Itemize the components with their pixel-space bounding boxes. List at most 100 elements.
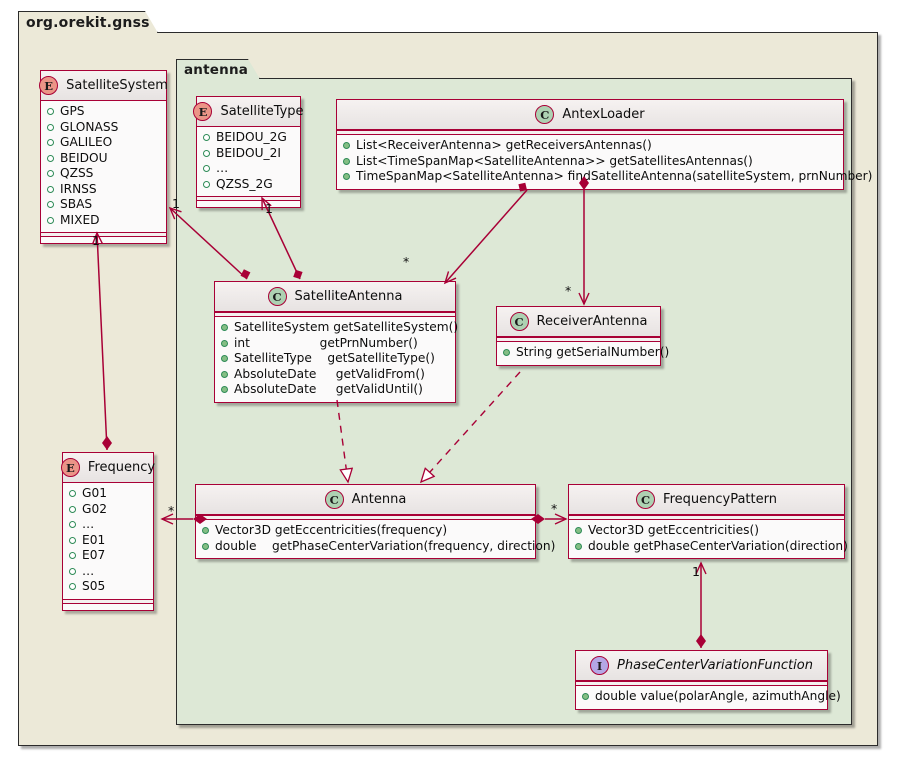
member-row: IRNSS [47,182,160,198]
field-dot-icon [47,201,54,209]
class-node-receiverantenna[interactable]: C ReceiverAntenna String getSerialNumber… [496,306,669,366]
package-tab-antenna: antenna [176,59,260,79]
node-title-frequencypattern: C FrequencyPattern [569,485,844,515]
field-dot-icon [203,165,210,173]
field-dot-icon [47,185,54,193]
node-name: Frequency [87,460,156,475]
node-members-antexloader: List<ReceiverAntenna> getReceiversAntenn… [337,135,872,189]
node-members-receiverantenna: String getSerialNumber() [497,342,669,365]
section-separator [497,337,660,342]
class-node-frequencypattern[interactable]: C FrequencyPattern Vector3D getEccentric… [568,484,848,559]
class-node-antexloader[interactable]: C AntexLoader List<ReceiverAntenna> getR… [336,99,872,190]
method-dot-icon [343,142,350,150]
node-empty-section [197,201,300,207]
field-dot-icon [47,170,54,178]
node-title-antenna: C Antenna [196,485,535,515]
field-dot-icon [47,123,54,131]
member-label: G01 [82,486,107,500]
method-dot-icon [575,542,582,550]
member-row: BEIDOU_2G [203,130,294,146]
node-members-frequencypattern: Vector3D getEccentricities() double getP… [569,520,848,558]
member-label: BEIDOU_2G [216,130,287,144]
member-label: SBAS [60,197,93,211]
class-badge-icon: C [509,312,529,331]
class-node-satellitetype[interactable]: E SatelliteType BEIDOU_2G BEIDOU_2I … QZ… [193,96,304,208]
method-dot-icon [221,339,228,347]
member-row: … [69,517,147,533]
node-empty-section [63,603,153,610]
member-label: BEIDOU_2I [216,145,281,160]
member-label: QZSS [60,166,94,180]
field-dot-icon [69,567,76,575]
member-row: BEIDOU_2I [203,146,294,162]
member-row: AbsoluteDate getValidFrom() [221,367,449,383]
member-row: AbsoluteDate getValidUntil() [221,382,449,398]
member-label: double value(polarAngle, azimuthAngle) [595,689,841,703]
node-name: PhaseCenterVariationFunction [617,658,813,673]
member-label: … [216,161,229,175]
member-label: TimeSpanMap<SatelliteAntenna> findSatell… [356,169,873,183]
member-label: SatelliteType getSatelliteType() [234,351,435,365]
member-label: AbsoluteDate getValidFrom() [234,366,425,381]
field-dot-icon [47,154,54,162]
method-dot-icon [221,386,228,394]
multiplicity-label: 1 [172,196,180,211]
field-dot-icon [47,216,54,224]
package-label-inner: antenna [184,61,249,78]
member-row: … [69,564,147,580]
member-label: G02 [82,501,107,516]
field-dot-icon [203,180,210,188]
node-empty-section [41,237,166,243]
member-row: List<ReceiverAntenna> getReceiversAntenn… [343,138,837,154]
member-row: double value(polarAngle, azimuthAngle) [582,689,841,705]
node-title-satellitetype: E SatelliteType [193,97,304,127]
member-row: … [203,161,294,177]
field-dot-icon [47,139,54,147]
member-row: GPS [47,104,160,120]
node-name: ReceiverAntenna [536,314,648,329]
member-row: List<TimeSpanMap<SatelliteAntenna>> getS… [343,154,837,170]
node-name: Antenna [351,492,407,507]
field-dot-icon [69,536,76,544]
member-label: SatelliteSystem getSatelliteSystem() [234,320,459,334]
node-name: FrequencyPattern [663,492,777,507]
member-row: S05 [69,579,147,595]
member-row: double getPhaseCenterVariation(frequency… [202,539,555,555]
member-row: E07 [69,548,147,564]
multiplicity-label: 1 [265,201,273,216]
field-dot-icon [203,149,210,157]
field-dot-icon [69,583,76,591]
node-title-phasecentervariationfunction: I PhaseCenterVariationFunction [576,651,827,681]
member-label: … [82,517,95,531]
section-separator [576,681,827,686]
section-separator [197,196,300,201]
method-dot-icon [221,324,228,332]
class-node-satellitesystem[interactable]: E SatelliteSystem GPS GLONASS GALILEO BE… [39,70,168,244]
field-dot-icon [69,521,76,529]
member-row: MIXED [47,213,160,229]
node-name: SatelliteSystem [66,78,168,93]
enum-badge-icon: E [193,102,213,121]
multiplicity-label: * [403,254,410,269]
class-node-frequency[interactable]: E Frequency G01 G02 … E01 E07 … S05 [60,452,156,611]
multiplicity-label: 1 [692,564,700,579]
member-row: QZSS [47,166,160,182]
method-dot-icon [582,693,589,701]
node-name: SatelliteAntenna [294,289,403,304]
member-row: Vector3D getEccentricities() [575,523,838,539]
multiplicity-label: * [168,503,175,518]
member-label: MIXED [60,212,100,227]
class-node-antenna[interactable]: C Antenna Vector3D getEccentricities(fre… [195,484,555,559]
class-badge-icon: C [636,490,656,509]
member-row: SatelliteSystem getSatelliteSystem() [221,320,458,336]
class-node-phasecentervariationfunction[interactable]: I PhaseCenterVariationFunction double va… [575,650,841,710]
class-node-satelliteantenna[interactable]: C SatelliteAntenna SatelliteSystem getSa… [214,281,458,403]
member-label: Vector3D getEccentricities(frequency) [215,523,448,537]
method-dot-icon [575,527,582,535]
node-members-antenna: Vector3D getEccentricities(frequency) do… [196,520,555,558]
member-label: GPS [60,104,85,118]
node-members-satellitesystem: GPS GLONASS GALILEO BEIDOU QZSS IRNSS SB… [41,101,166,232]
member-row: G02 [69,502,147,518]
member-row: SatelliteType getSatelliteType() [221,351,449,367]
